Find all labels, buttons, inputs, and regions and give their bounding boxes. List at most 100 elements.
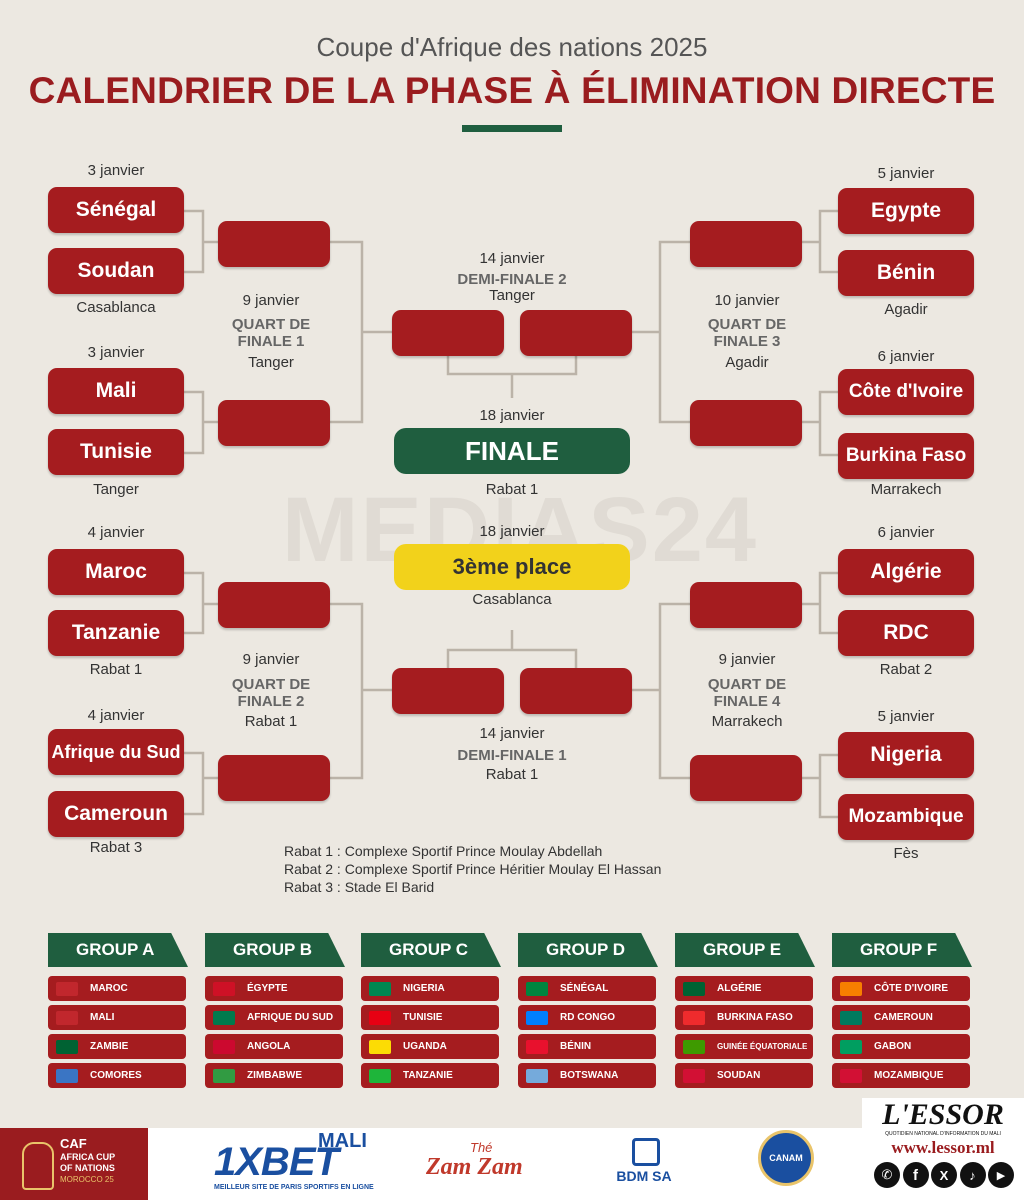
group-team-row: AFRIQUE DU SUD <box>205 1005 343 1030</box>
final-box: FINALE <box>394 428 630 474</box>
group-team-row: UGANDA <box>361 1034 499 1059</box>
qf-label: FINALE 2 <box>237 693 305 710</box>
qf-slot <box>690 400 802 446</box>
group-team-row: TUNISIE <box>361 1005 499 1030</box>
team-slot: Nigeria <box>838 732 974 778</box>
flag-icon <box>840 1010 862 1025</box>
group-team-name: MAROC <box>90 983 128 994</box>
group-team-row: MOZAMBIQUE <box>832 1063 970 1088</box>
team-slot: Tunisie <box>48 429 184 475</box>
match-venue: Tanger <box>93 481 139 498</box>
group-team-name: SOUDAN <box>717 1070 761 1081</box>
match-venue: Rabat 3 <box>89 839 143 856</box>
lessor-tagline: QUOTIDIEN NATIONAL D'INFORMATION DU MALI <box>885 1131 1001 1137</box>
x-icon[interactable]: X <box>931 1162 957 1188</box>
group-team-name: ALGÉRIE <box>717 983 762 994</box>
flag-icon <box>526 1068 548 1083</box>
facebook-icon[interactable]: f <box>902 1162 929 1188</box>
whatsapp-icon[interactable]: ✆ <box>874 1162 900 1188</box>
qf-label: FINALE 1 <box>237 333 305 350</box>
qf-slot <box>690 755 802 801</box>
social-icons: ✆ f X ♪ ▶ <box>874 1162 1014 1188</box>
group-team-name: ANGOLA <box>247 1041 291 1052</box>
sf-slot <box>520 310 632 356</box>
flag-icon <box>526 1039 548 1054</box>
qf-venue: Agadir <box>725 354 769 371</box>
sf-slot <box>392 310 504 356</box>
group-team-row: NIGERIA <box>361 976 499 1001</box>
team-slot: Mali <box>48 368 184 414</box>
flag-icon <box>56 1068 78 1083</box>
group-team-name: GABON <box>874 1041 912 1052</box>
flag-icon <box>683 1039 705 1054</box>
lessor-url[interactable]: www.lessor.ml <box>891 1138 995 1157</box>
group-team-name: COMORES <box>90 1070 142 1081</box>
flag-icon <box>213 1010 235 1025</box>
qf-label: FINALE 3 <box>713 333 781 350</box>
group-team-name: BURKINA FASO <box>717 1012 793 1023</box>
group-team-row: RD CONGO <box>518 1005 656 1030</box>
flag-icon <box>683 1010 705 1025</box>
sponsor-small: Thé <box>470 1140 493 1155</box>
flag-icon <box>213 981 235 996</box>
match-date: 5 janvier <box>877 708 935 725</box>
group-team-row: ALGÉRIE <box>675 976 813 1001</box>
group-team-row: MALI <box>48 1005 186 1030</box>
team-slot: Tanzanie <box>48 610 184 656</box>
group-team-row: GABON <box>832 1034 970 1059</box>
group-team-name: ZAMBIE <box>90 1041 129 1052</box>
bdm-icon <box>632 1138 660 1166</box>
group-team-name: SÉNÉGAL <box>560 983 609 994</box>
group-team-name: UGANDA <box>403 1041 447 1052</box>
qf-slot <box>218 582 330 628</box>
qf-label: FINALE 4 <box>713 693 781 710</box>
group-header: GROUP E <box>675 933 815 967</box>
qf-venue: Marrakech <box>711 713 783 730</box>
group-header: GROUP A <box>48 933 188 967</box>
flag-icon <box>840 1068 862 1083</box>
tiktok-icon[interactable]: ♪ <box>959 1162 986 1188</box>
group-team-row: BOTSWANA <box>518 1063 656 1088</box>
team-slot: Cameroun <box>48 791 184 837</box>
team-slot: Soudan <box>48 248 184 294</box>
flag-icon <box>213 1068 235 1083</box>
group-team-name: MALI <box>90 1012 115 1023</box>
trophy-icon <box>22 1142 54 1190</box>
sf-venue: Rabat 1 <box>485 766 539 783</box>
sf-venue: Tanger <box>489 287 535 304</box>
third-venue: Casablanca <box>472 591 552 608</box>
qf-label: QUART DE <box>231 676 311 693</box>
group-team-row: BURKINA FASO <box>675 1005 813 1030</box>
flag-icon <box>526 1010 548 1025</box>
final-venue: Rabat 1 <box>485 481 539 498</box>
sponsor-tagline: MEILLEUR SITE DE PARIS SPORTIFS EN LIGNE <box>214 1184 374 1191</box>
group-header: GROUP D <box>518 933 658 967</box>
team-slot: Maroc <box>48 549 184 595</box>
team-slot: Sénégal <box>48 187 184 233</box>
sponsor-1xbet: 1XBET <box>214 1140 339 1184</box>
qf-label: QUART DE <box>231 316 311 333</box>
group-team-name: AFRIQUE DU SUD <box>247 1012 334 1023</box>
page-title: CALENDRIER DE LA PHASE À ÉLIMINATION DIR… <box>28 70 996 111</box>
qf-date: 9 janvier <box>718 651 776 668</box>
group-team-name: ZIMBABWE <box>247 1070 302 1081</box>
team-slot: Afrique du Sud <box>48 729 184 775</box>
group-team-row: SÉNÉGAL <box>518 976 656 1001</box>
youtube-icon[interactable]: ▶ <box>988 1162 1014 1188</box>
group-team-name: BÉNIN <box>560 1041 592 1052</box>
qf-venue: Rabat 1 <box>244 713 298 730</box>
team-slot: RDC <box>838 610 974 656</box>
footer-sponsors <box>0 1128 1024 1200</box>
title-underline <box>462 125 562 132</box>
flag-icon <box>683 981 705 996</box>
legend-line: Rabat 1 : Complexe Sportif Prince Moulay… <box>284 843 603 859</box>
sponsor-zamzam: Zam Zam <box>426 1154 523 1180</box>
group-team-row: CAMEROUN <box>832 1005 970 1030</box>
legend-line: Rabat 3 : Stade El Barid <box>284 879 435 895</box>
qf-date: 9 janvier <box>242 292 300 309</box>
match-date: 3 janvier <box>87 344 145 361</box>
third-date: 18 janvier <box>479 523 545 540</box>
flag-icon <box>683 1068 705 1083</box>
match-date: 5 janvier <box>877 165 935 182</box>
caf-label: MOROCCO 25 <box>60 1175 114 1184</box>
